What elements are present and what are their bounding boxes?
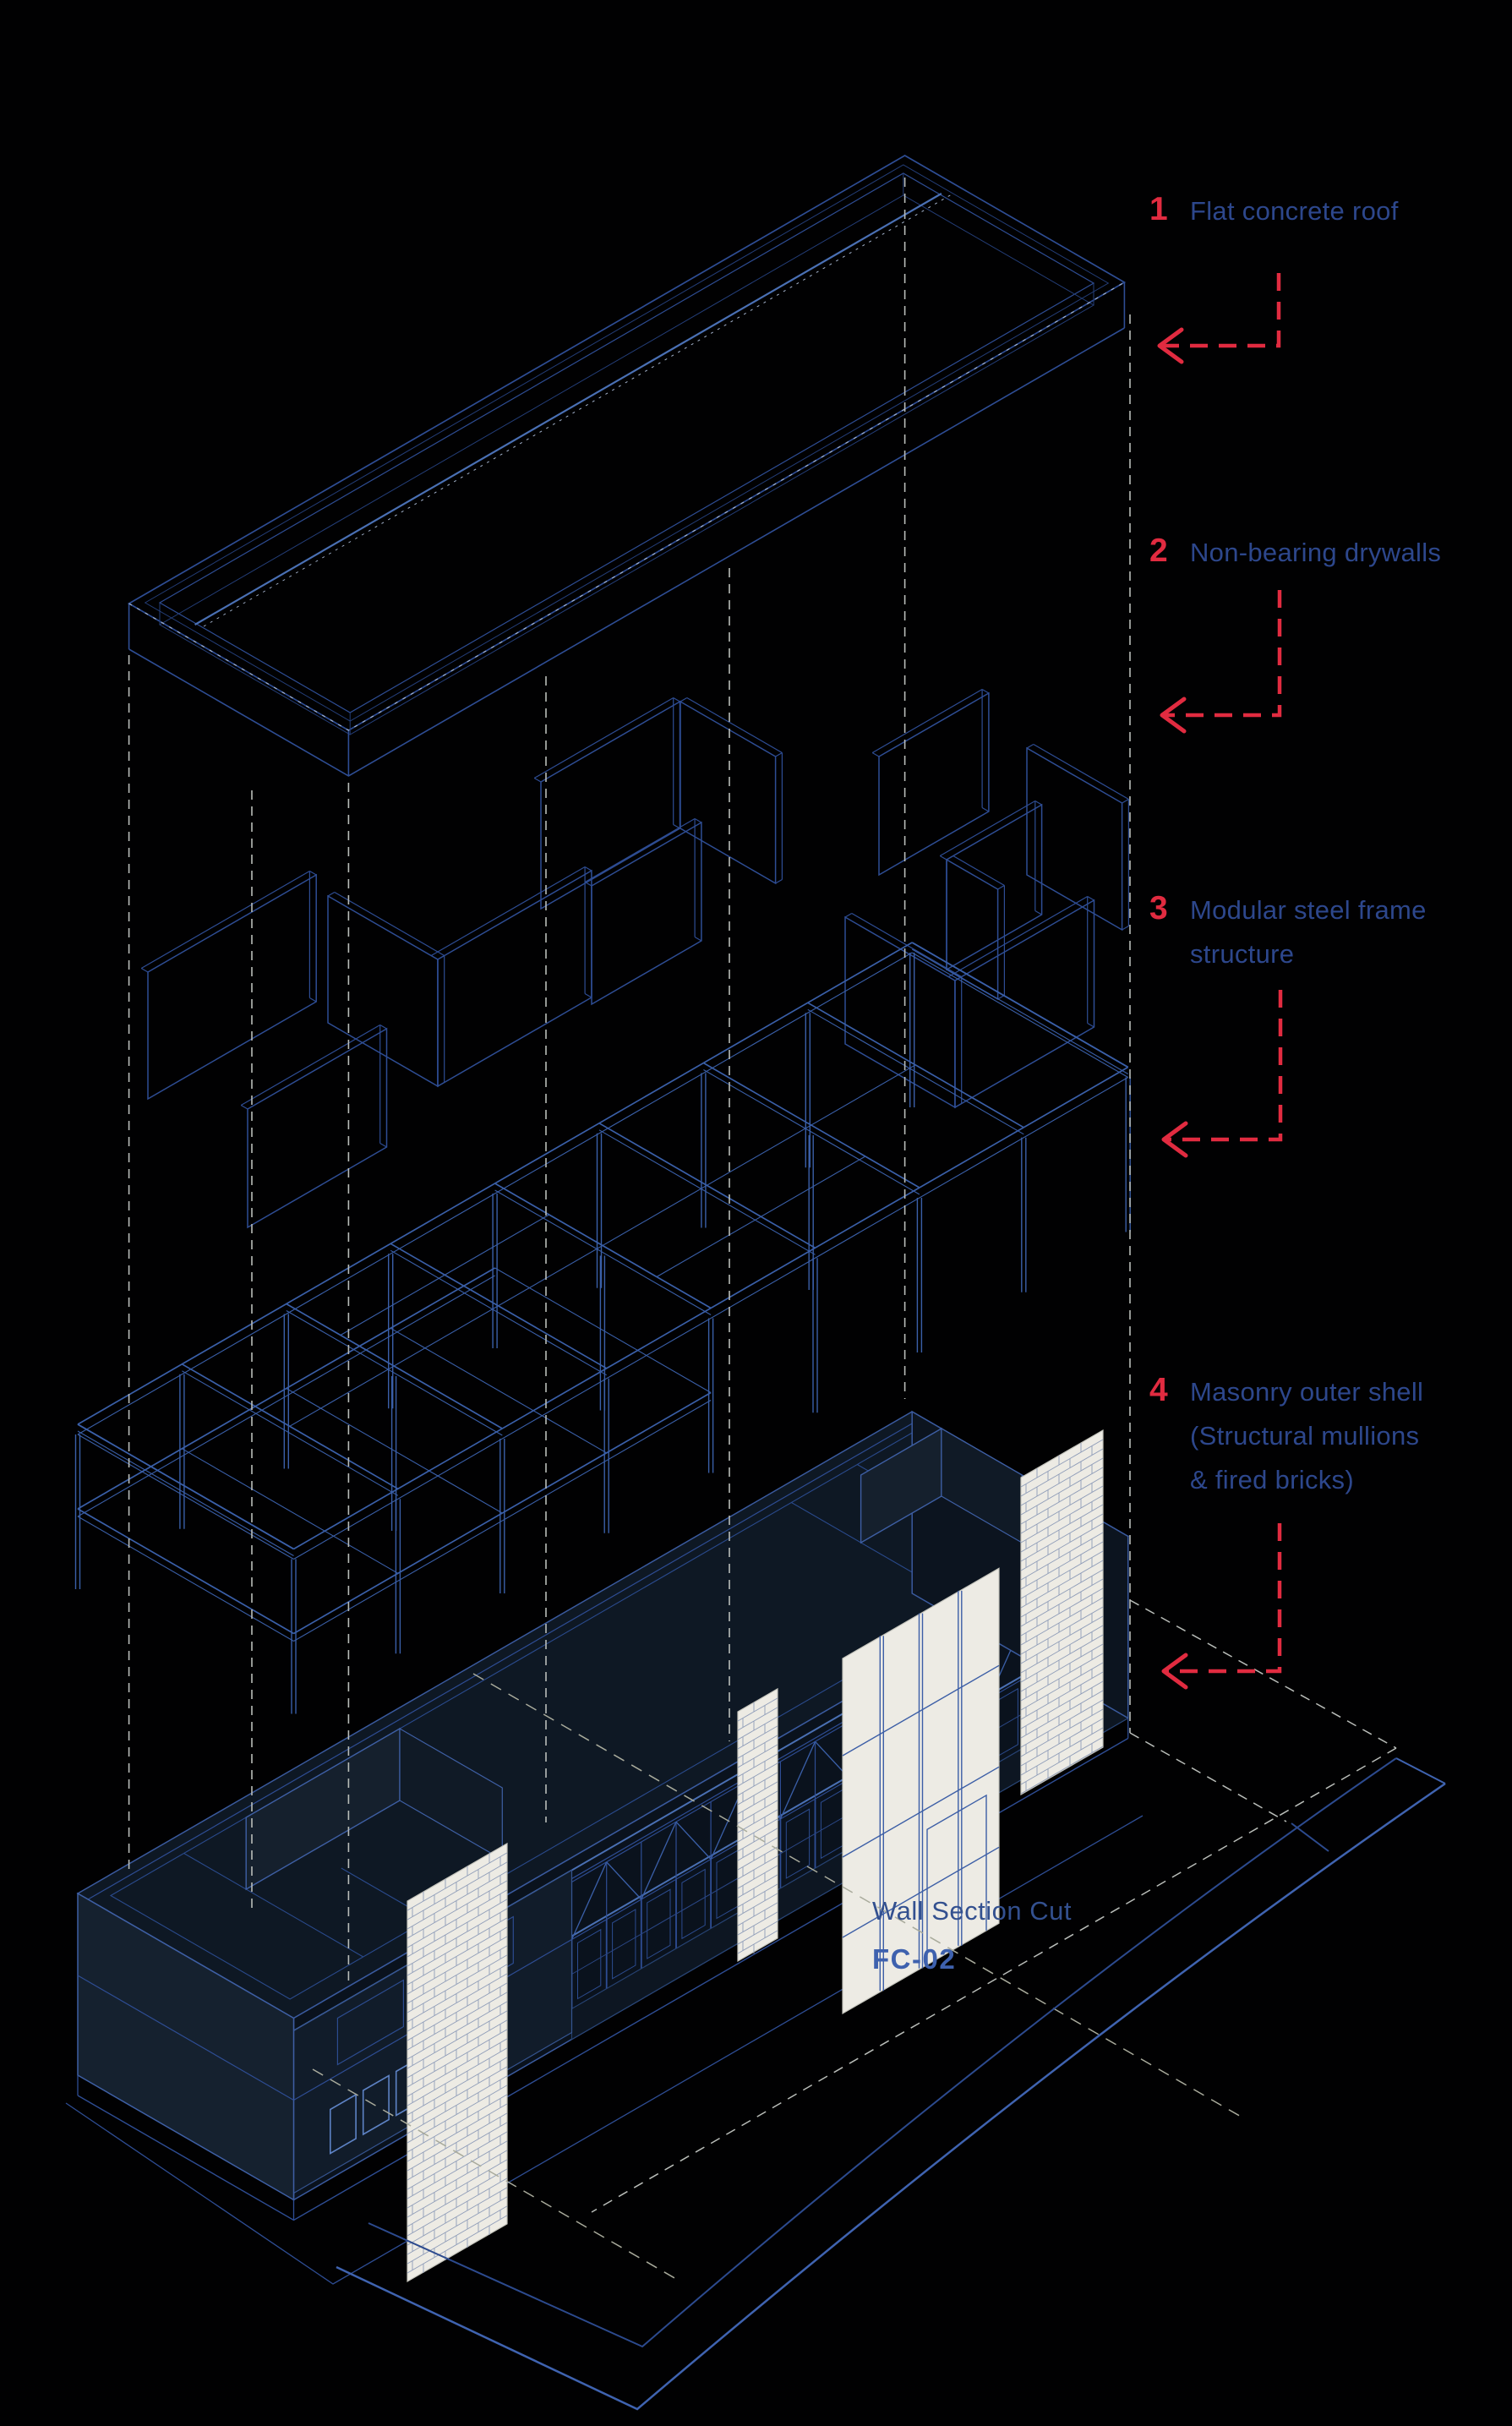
annotation-1-number: 1: [1149, 191, 1168, 227]
annotation-4-label: Masonry outer shell (Structural mullions…: [1190, 1377, 1424, 1494]
drywall-layer: [140, 688, 1129, 1229]
ground-plan-lines: [312, 1599, 1446, 2411]
annotation-3-number: 3: [1149, 890, 1168, 926]
annotation-2-number: 2: [1149, 533, 1168, 569]
annotation-2: 2 Non-bearing drywalls: [1149, 529, 1441, 575]
annotation-3: 3 Modular steel frame structure: [1149, 887, 1427, 976]
section-cut-code: FC-02: [872, 1943, 957, 1975]
annotation-1-label: Flat concrete roof: [1190, 196, 1399, 226]
annotation-2-label: Non-bearing drywalls: [1190, 538, 1442, 567]
annotation-4: 4 Masonry outer shell (Structural mullio…: [1149, 1369, 1423, 1502]
projection-lines: [128, 178, 1131, 1986]
roof-layer: [127, 155, 1127, 777]
section-cut-label: Wall Section Cut: [872, 1896, 1072, 1926]
steel-frame-layer: [74, 942, 1131, 1714]
annotation-1: 1 Flat concrete roof: [1149, 188, 1399, 233]
annotation-3-label: Modular steel frame structure: [1190, 895, 1427, 969]
annotation-4-number: 4: [1149, 1372, 1168, 1408]
brick-piers: [407, 1429, 1104, 2283]
dashed-arrow-left-icon: [1157, 273, 1283, 1690]
